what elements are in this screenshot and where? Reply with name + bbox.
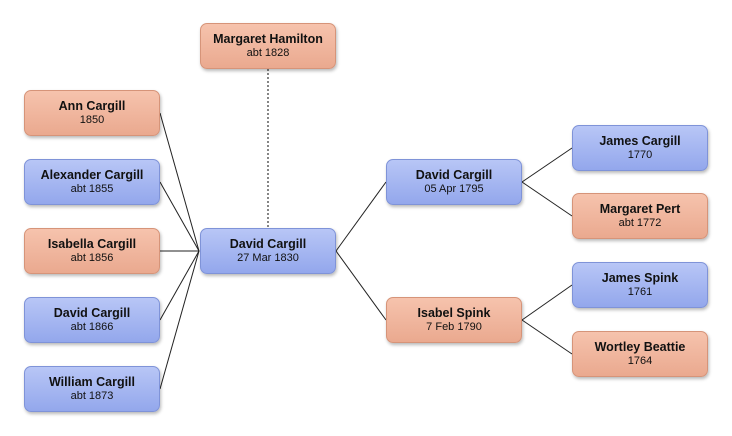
person-date: 27 Mar 1830: [237, 252, 299, 264]
person-date: abt 1866: [70, 321, 114, 333]
person-name: Wortley Beattie: [594, 340, 686, 354]
person-name: Isabella Cargill: [47, 237, 137, 251]
parent-link-mother: [335, 250, 387, 321]
person-margaret-pert[interactable]: Margaret Pert abt 1772: [572, 193, 708, 239]
grandparent-link-wortley-beattie: [521, 319, 573, 355]
person-james-cargill[interactable]: James Cargill 1770: [572, 125, 708, 171]
person-date: 7 Feb 1790: [426, 321, 482, 333]
child-link-william: [159, 250, 200, 390]
person-william-cargill[interactable]: William Cargill abt 1873: [24, 366, 160, 412]
person-date: abt 1828: [246, 47, 290, 59]
person-name: Isabel Spink: [417, 306, 491, 320]
person-name: Alexander Cargill: [40, 168, 144, 182]
person-isabella-cargill[interactable]: Isabella Cargill abt 1856: [24, 228, 160, 274]
person-date: 1850: [79, 114, 105, 126]
person-david-cargill-focus[interactable]: David Cargill 27 Mar 1830: [200, 228, 336, 274]
person-date: abt 1873: [70, 390, 114, 402]
person-wortley-beattie[interactable]: Wortley Beattie 1764: [572, 331, 708, 377]
person-name: James Spink: [601, 271, 679, 285]
person-name: Margaret Pert: [599, 202, 681, 216]
person-name: James Cargill: [599, 134, 681, 148]
person-name: Margaret Hamilton: [213, 32, 323, 46]
person-name: David Cargill: [229, 237, 307, 251]
person-isabel-spink[interactable]: Isabel Spink 7 Feb 1790: [386, 297, 522, 343]
child-link-ann: [159, 112, 200, 252]
grandparent-link-margaret-pert: [521, 181, 573, 217]
person-alexander-cargill[interactable]: Alexander Cargill abt 1855: [24, 159, 160, 205]
child-link-alexander: [159, 181, 200, 252]
person-ann-cargill[interactable]: Ann Cargill 1850: [24, 90, 160, 136]
person-date: abt 1856: [70, 252, 114, 264]
person-date: abt 1855: [70, 183, 114, 195]
person-date: 1764: [627, 355, 653, 367]
grandparent-link-james-cargill: [521, 147, 573, 183]
person-david-cargill-1795[interactable]: David Cargill 05 Apr 1795: [386, 159, 522, 205]
person-name: Ann Cargill: [58, 99, 126, 113]
person-date: abt 1772: [618, 217, 662, 229]
parent-link-father: [335, 181, 387, 252]
person-name: William Cargill: [48, 375, 136, 389]
person-name: David Cargill: [53, 306, 131, 320]
person-date: 1761: [627, 286, 653, 298]
person-margaret-hamilton[interactable]: Margaret Hamilton abt 1828: [200, 23, 336, 69]
person-james-spink[interactable]: James Spink 1761: [572, 262, 708, 308]
grandparent-link-james-spink: [521, 284, 573, 321]
person-name: David Cargill: [415, 168, 493, 182]
person-date: 05 Apr 1795: [424, 183, 484, 195]
child-link-david-1866: [159, 250, 200, 321]
person-david-cargill-1866[interactable]: David Cargill abt 1866: [24, 297, 160, 343]
person-date: 1770: [627, 149, 653, 161]
